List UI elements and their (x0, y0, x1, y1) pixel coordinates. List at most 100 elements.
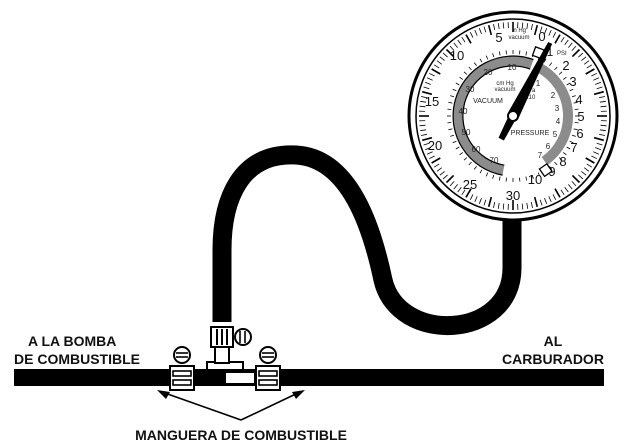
gauge-band-outer-edge (452, 55, 534, 176)
outer-vacuum-tick-10: 10 (450, 48, 464, 63)
outer-tick (493, 202, 496, 208)
inner-tick (569, 140, 574, 144)
outer-tick (552, 194, 557, 200)
inner-vacuum-tick-50: 50 (462, 128, 471, 137)
outer-tick (539, 26, 543, 33)
outer-tick (521, 22, 524, 29)
outer-vacuum-tick-0: 0 (538, 29, 545, 44)
inner-vacuum-tick-40: 40 (459, 107, 468, 116)
inner-tick (562, 152, 567, 156)
needle-body (507, 41, 553, 119)
outer-tick (533, 196, 539, 208)
needle-hub (507, 110, 519, 122)
inner-tick (571, 95, 576, 98)
outer-tick (544, 28, 548, 34)
outer-tick (420, 129, 427, 132)
outer-vacuum-tick-20: 20 (428, 138, 442, 153)
outer-tick (419, 124, 426, 127)
inner-kpa-tick-3: 3 (555, 104, 560, 113)
outer-tick (599, 129, 606, 132)
outer-tick (530, 202, 533, 208)
inner-tick (473, 165, 477, 170)
inner-vacuum-tick-30: 30 (466, 85, 475, 94)
outer-tick (461, 189, 466, 196)
outer-tick (533, 24, 539, 36)
outer-tick (599, 96, 605, 99)
inner-tick (448, 128, 453, 131)
inner-tick (562, 76, 567, 80)
kpa-unit-line2: X10 (525, 95, 536, 101)
outer-tick (419, 105, 426, 108)
outer-tick (552, 32, 557, 38)
inner-kpa-tick-1: 1 (536, 79, 541, 88)
outer-psi-tick-6: 6 (576, 126, 583, 141)
gauge-hose (212, 145, 522, 335)
outer-tick (426, 77, 433, 81)
outer-psi-tick-3: 3 (569, 74, 576, 89)
pressure-scale-band (536, 62, 574, 166)
psi-unit: PSI (557, 51, 567, 57)
outer-tick (593, 151, 600, 155)
outer-tick (568, 42, 573, 48)
inner-tick (485, 55, 489, 60)
cm-hg-unit-line2: vacuum (494, 87, 515, 93)
outer-psi-tick-7: 7 (570, 140, 577, 155)
hose-arrows (157, 390, 305, 421)
outer-tick (445, 174, 455, 184)
outer-tick (421, 136, 433, 142)
outer-tick (429, 155, 435, 160)
outer-tick (487, 24, 493, 36)
outer-tick (568, 184, 573, 190)
outer-tick (420, 100, 427, 103)
inner-tick (468, 66, 472, 71)
inner-tick (492, 174, 495, 179)
outer-tick (586, 64, 593, 69)
outer-tick (581, 171, 587, 176)
inner-tick (569, 88, 574, 92)
outer-tick (564, 39, 569, 46)
outer-tick (502, 22, 505, 29)
gauge-tick-marks (419, 22, 607, 210)
outer-tick (521, 203, 524, 210)
outer-tick (548, 196, 552, 203)
outer-tick (436, 60, 443, 65)
carburetor-label-line2: CARBURADOR (502, 351, 604, 367)
inner-kpa-tick-4: 4 (556, 117, 561, 126)
inner-tick (549, 165, 553, 170)
inner-tick (459, 76, 464, 80)
outer-tick (478, 28, 482, 34)
t-fitting (206, 346, 256, 385)
outer-tick (583, 60, 590, 65)
inner-tick (452, 140, 457, 144)
outer-tick (544, 198, 548, 204)
inner-tick (558, 157, 563, 161)
outer-tick (433, 163, 440, 168)
inner-tick (479, 169, 483, 174)
inner-tick (554, 66, 558, 71)
outer-tick (591, 155, 597, 160)
outer-tick (431, 68, 441, 75)
inner-tick (498, 51, 501, 56)
outer-tick (585, 68, 595, 75)
inner-tick (525, 51, 528, 56)
outer-tick (600, 105, 607, 108)
inner-tick (549, 62, 553, 67)
outer-tick (586, 163, 593, 168)
outer-tick (474, 29, 478, 36)
outer-tick (539, 199, 543, 206)
outer-tick (600, 124, 607, 127)
inner-tick (498, 176, 501, 181)
inner-tick (531, 174, 534, 179)
outer-tick (449, 45, 455, 51)
inner-tick (558, 71, 563, 75)
inner-tick (573, 128, 578, 131)
outer-tick (571, 174, 581, 184)
outer-tick (449, 181, 455, 187)
inner-vacuum-tick-70: 70 (490, 156, 499, 165)
inner-tick (463, 71, 468, 75)
outer-tick (583, 167, 590, 172)
inner-tick (554, 161, 558, 166)
outer-psi-tick-10: 10 (528, 172, 542, 187)
inner-tick (450, 95, 455, 98)
